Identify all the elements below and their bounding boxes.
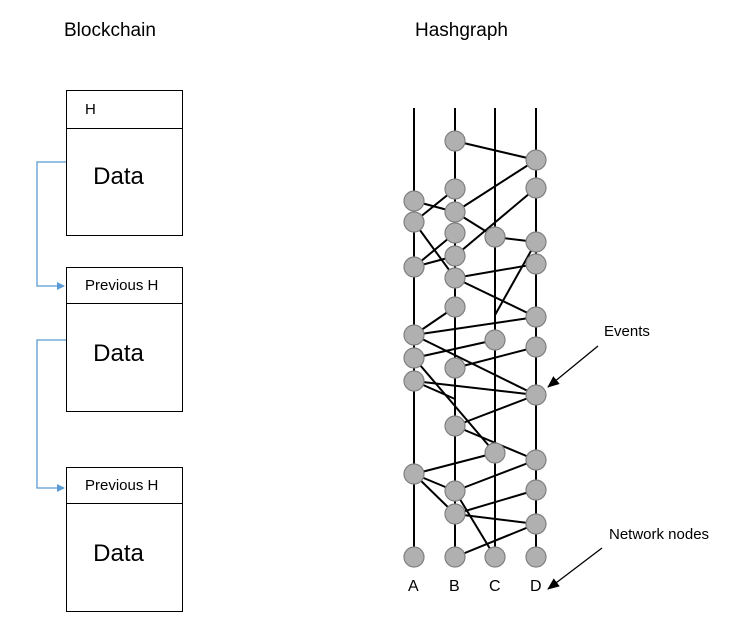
event-circle: [444, 503, 466, 525]
hash-link-arrow-2: [36, 339, 66, 492]
event-circle: [403, 347, 425, 369]
event-circle: [525, 231, 547, 253]
event-circle: [444, 130, 466, 152]
node-label-a: A: [408, 578, 419, 595]
event-circle: [444, 480, 466, 502]
gossip-edge: [454, 140, 537, 161]
gossip-edge: [454, 459, 537, 492]
gossip-edge: [454, 159, 537, 213]
gossip-edge: [454, 523, 537, 558]
event-circle: [403, 190, 425, 212]
gossip-edge: [454, 490, 496, 558]
gossip-edge: [413, 452, 496, 475]
gossip-edge: [413, 221, 456, 279]
event-circle: [525, 253, 547, 275]
event-circle: [484, 546, 506, 568]
event-circle: [525, 384, 547, 406]
node-label-c: C: [489, 578, 501, 595]
event-circle: [525, 449, 547, 471]
events-label: Events: [604, 323, 650, 340]
gossip-edge: [454, 187, 537, 257]
event-circle: [403, 370, 425, 392]
hash-link-arrow-1: [36, 161, 66, 290]
block-2: Previous H Data: [66, 267, 183, 412]
nodes-pointer-arrow: [547, 547, 603, 590]
event-circle: [484, 329, 506, 351]
node-label-b: B: [449, 578, 460, 595]
event-circle: [403, 463, 425, 485]
event-circle: [484, 226, 506, 248]
gossip-edges: [413, 140, 537, 558]
event-circle: [444, 178, 466, 200]
event-circle: [525, 177, 547, 199]
event-circle: [444, 357, 466, 379]
gossip-edge: [454, 513, 537, 525]
gossip-edge: [454, 394, 537, 427]
block-3-header: Previous H: [67, 468, 182, 504]
event-circle: [403, 546, 425, 568]
event-circle: [444, 201, 466, 223]
gossip-edge: [413, 339, 496, 359]
event-circle: [525, 513, 547, 535]
node-label-d: D: [530, 578, 542, 595]
events-pointer-arrow: [547, 345, 599, 388]
block-2-header: Previous H: [67, 268, 182, 304]
block-1: H Data: [66, 90, 183, 236]
event-circle: [444, 245, 466, 267]
event-circle: [444, 296, 466, 318]
gossip-edge: [454, 277, 537, 318]
hashgraph-title: Hashgraph: [415, 20, 508, 41]
event-circle: [525, 149, 547, 171]
events-layer: [403, 130, 547, 568]
gossip-edge: [454, 346, 537, 369]
event-circle: [403, 256, 425, 278]
event-circle: [444, 267, 466, 289]
network-nodes-label: Network nodes: [609, 526, 710, 543]
block-1-data: Data: [93, 163, 144, 190]
event-circle: [403, 211, 425, 233]
gossip-edge: [454, 489, 537, 515]
blockchain-title: Blockchain: [64, 20, 156, 41]
event-circle: [525, 306, 547, 328]
event-circle: [444, 222, 466, 244]
event-circle: [444, 546, 466, 568]
block-1-header: H: [67, 91, 182, 129]
block-3: Previous H Data: [66, 467, 183, 612]
gossip-edge: [413, 334, 537, 396]
block-3-data: Data: [93, 540, 144, 567]
event-circle: [525, 546, 547, 568]
event-circle: [525, 336, 547, 358]
event-circle: [525, 479, 547, 501]
gossip-edge: [413, 316, 537, 336]
event-circle: [403, 324, 425, 346]
event-circle: [484, 442, 506, 464]
event-circle: [444, 415, 466, 437]
gossip-edge: [494, 241, 537, 316]
block-2-data: Data: [93, 340, 144, 367]
